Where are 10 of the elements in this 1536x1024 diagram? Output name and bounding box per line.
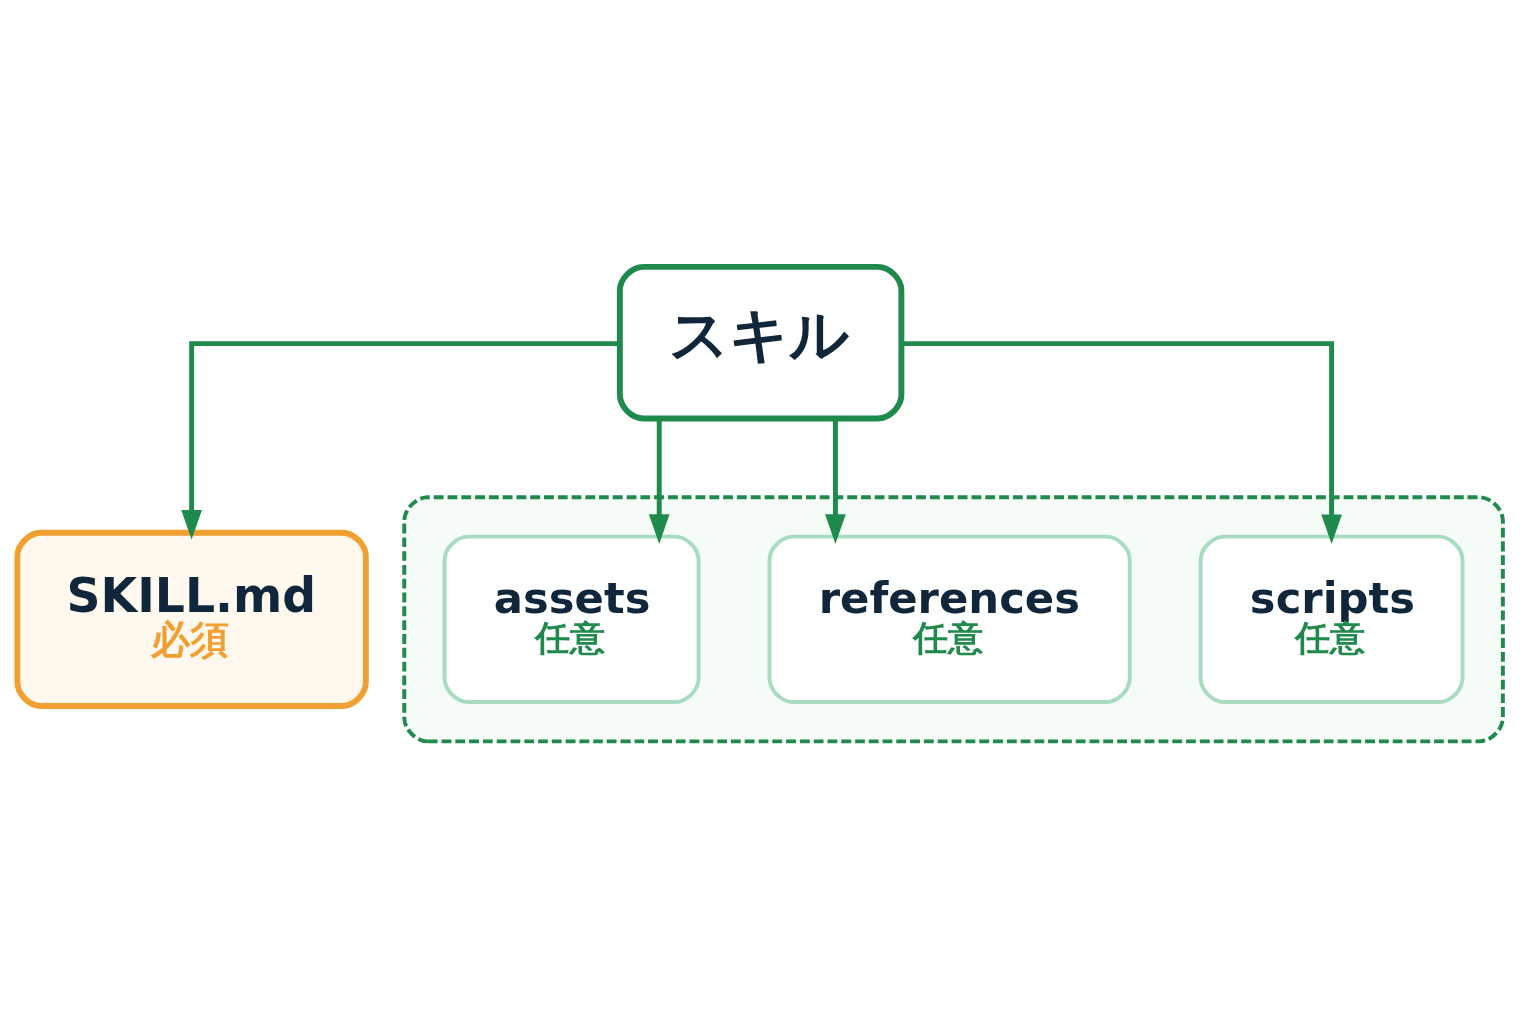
node-box: スキル — [616, 263, 905, 422]
cluster — [402, 495, 1505, 744]
arrow — [901, 341, 1342, 545]
node-box: scripts 任意 — [1198, 534, 1465, 704]
node-box: assets 任意 — [442, 534, 701, 704]
node-box: references 任意 — [767, 534, 1132, 704]
arrow — [181, 341, 620, 540]
node-box: SKILL.md 必須 — [14, 529, 369, 709]
arrow — [648, 419, 670, 544]
arrow — [825, 419, 846, 544]
